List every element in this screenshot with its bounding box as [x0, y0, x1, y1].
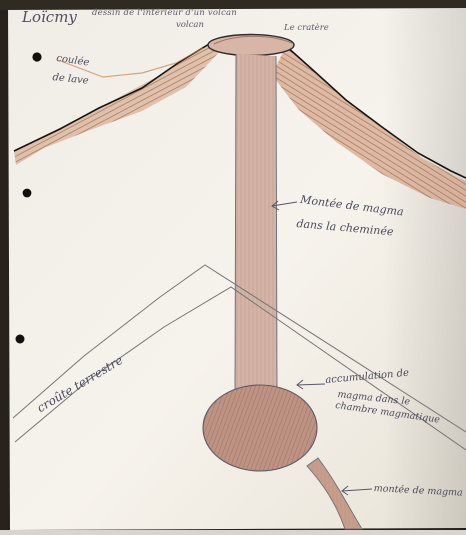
- crater: [208, 35, 294, 56]
- crater-label: Le cratère: [284, 24, 329, 33]
- drawing-heading-continued: volcan: [176, 21, 204, 30]
- drawing-heading: dessin de l'intérieur d'un volcan: [92, 9, 237, 18]
- binder-hole-bottom: [16, 335, 25, 344]
- student-name: Loïcmy: [22, 10, 77, 25]
- binder-hole-top: [32, 52, 41, 61]
- magma-chimney: [235, 54, 277, 389]
- magma-chamber: [203, 385, 317, 471]
- binder-hole-middle: [23, 189, 32, 198]
